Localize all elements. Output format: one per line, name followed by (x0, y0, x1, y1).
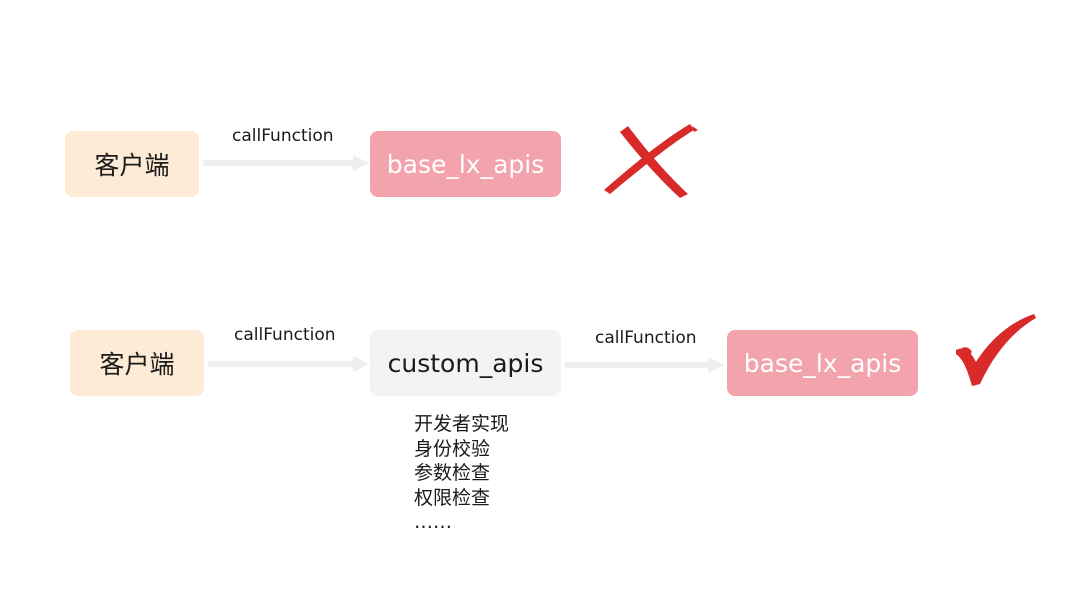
arrow-client-to-base-row1 (203, 155, 369, 171)
base-lx-apis-node-row2: base_lx_apis (727, 330, 918, 396)
check-icon (956, 314, 1036, 386)
note-item: 开发者实现 (414, 413, 510, 435)
custom-apis-label: custom_apis (387, 348, 544, 378)
client-node-row1: 客户端 (65, 131, 199, 197)
client-node-label: 客户端 (94, 151, 170, 180)
arrow-client-to-custom-row2 (208, 356, 369, 372)
note-item: 权限检查 (414, 486, 491, 509)
note-item: 身份校验 (414, 437, 491, 460)
call-function-label-row2-a: callFunction (234, 325, 336, 345)
cross-icon (604, 124, 698, 198)
custom-apis-node: custom_apis (370, 330, 561, 396)
base-lx-apis-label: base_lx_apis (743, 348, 902, 378)
call-function-label-row2-b: callFunction (595, 328, 697, 348)
note-item: …… (414, 511, 452, 533)
arrow-custom-to-base-row2 (565, 357, 724, 373)
base-lx-apis-node-row1: base_lx_apis (370, 131, 561, 197)
call-function-label-row1: callFunction (232, 126, 334, 146)
base-lx-apis-label: base_lx_apis (386, 149, 545, 179)
custom-apis-notes: 开发者实现 身份校验 参数检查 权限检查 …… (414, 412, 509, 535)
client-node-row2: 客户端 (70, 330, 204, 396)
client-node-label: 客户端 (99, 350, 175, 379)
note-item: 参数检查 (414, 462, 491, 484)
